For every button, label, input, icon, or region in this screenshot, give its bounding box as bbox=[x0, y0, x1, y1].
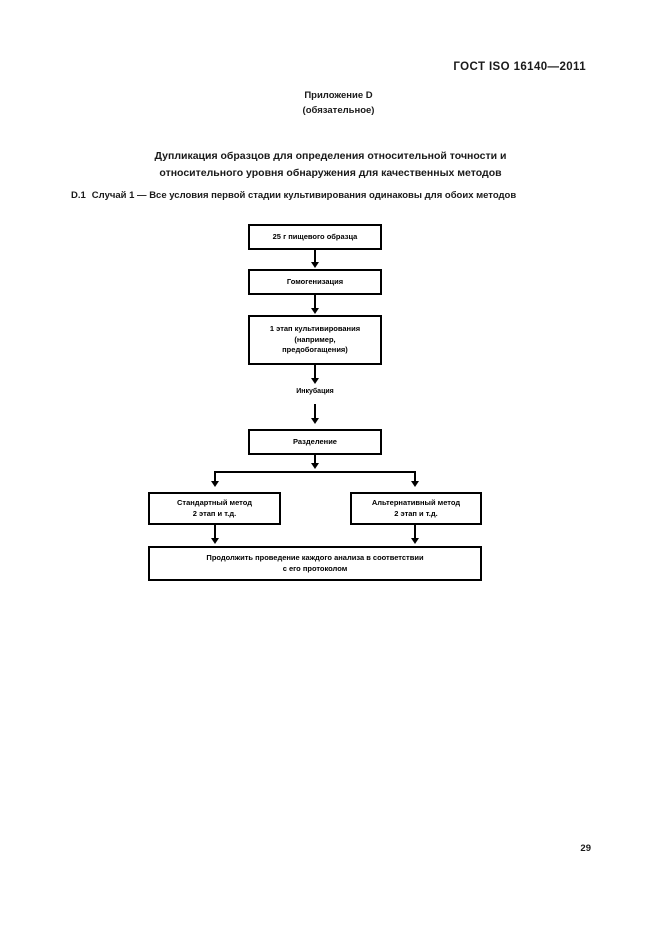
arrowhead-separation bbox=[311, 418, 319, 424]
page-number: 29 bbox=[580, 843, 591, 854]
connector-homogenization-to-stage1 bbox=[314, 295, 316, 309]
appendix-status: (обязательное) bbox=[302, 105, 375, 116]
page-title-line-1: Дупликация образцов для определения отно… bbox=[154, 150, 507, 162]
page-title: Дупликация образцов для определения отно… bbox=[0, 148, 661, 182]
connector-incubation-to-separation bbox=[314, 404, 316, 419]
connector-sample-to-homogenization bbox=[314, 250, 316, 263]
flow-node-continue-per-protocol: Продолжить проведение каждого анализа в … bbox=[148, 546, 482, 581]
clause-heading: D.1 Случай 1 — Все условия первой стадии … bbox=[71, 190, 516, 201]
connector-split-right-drop bbox=[414, 471, 416, 483]
page-title-line-2: относительного уровня обнаружения для ка… bbox=[159, 167, 502, 179]
flow-node-alternative-method-line-1: Альтернативный метод bbox=[371, 498, 461, 507]
flow-node-alternative-method-line-2: 2 этап и т.д. bbox=[394, 508, 438, 518]
clause-text: Случай 1 — Все условия первой стадии кул… bbox=[91, 190, 517, 201]
connector-standard-to-continue bbox=[214, 525, 216, 539]
connector-split-bar bbox=[214, 471, 416, 473]
arrowhead-incubation bbox=[311, 378, 319, 384]
flow-node-continue-per-protocol-line-1: Продолжить проведение каждого анализа в … bbox=[206, 553, 424, 562]
connector-separation-stem bbox=[314, 455, 316, 465]
clause-number: D.1 bbox=[71, 190, 86, 201]
flow-node-standard-method-line-1: Стандартный метод bbox=[177, 498, 252, 507]
flow-node-separation-label: Разделение bbox=[293, 436, 337, 446]
arrowhead-continue-right bbox=[411, 538, 419, 544]
arrowhead-homogenization bbox=[311, 262, 319, 268]
flow-label-incubation: Инкубация bbox=[296, 388, 334, 395]
arrowhead-split-center bbox=[311, 463, 319, 469]
flow-node-cultivation-stage-1: 1 этап культивирования (например, предоб… bbox=[248, 315, 382, 365]
arrowhead-stage1 bbox=[311, 308, 319, 314]
flow-node-sample-label: 25 г пищевого образца bbox=[272, 231, 358, 241]
arrowhead-standard-method bbox=[211, 481, 219, 487]
connector-alternative-to-continue bbox=[414, 525, 416, 539]
flow-node-continue-per-protocol-line-2: с его протоколом bbox=[282, 563, 348, 573]
appendix-caption: Приложение D (обязательное) bbox=[0, 88, 661, 118]
flow-node-standard-method-line-2: 2 этап и т.д. bbox=[192, 508, 237, 518]
flow-node-separation: Разделение bbox=[248, 429, 382, 455]
flow-node-homogenization-label: Гомогенизация bbox=[286, 276, 344, 286]
flow-node-homogenization: Гомогенизация bbox=[248, 269, 382, 295]
flow-node-cultivation-stage-1-line-2: (например, bbox=[294, 334, 336, 344]
connector-stage1-to-incubation bbox=[314, 365, 316, 379]
flow-node-sample: 25 г пищевого образца bbox=[248, 224, 382, 250]
arrowhead-continue-left bbox=[211, 538, 219, 544]
flow-node-cultivation-stage-1-line-1: 1 этап культивирования bbox=[269, 324, 361, 334]
flow-node-alternative-method: Альтернативный метод 2 этап и т.д. bbox=[350, 492, 482, 525]
connector-split-left-drop bbox=[214, 471, 216, 483]
appendix-name: Приложение D bbox=[304, 90, 373, 101]
arrowhead-alternative-method bbox=[411, 481, 419, 487]
page-header-standard-ref: ГОСТ ISO 16140—2011 bbox=[453, 61, 586, 73]
flow-node-cultivation-stage-1-line-3: предобогащения) bbox=[282, 345, 348, 355]
flow-node-standard-method: Стандартный метод 2 этап и т.д. bbox=[148, 492, 281, 525]
